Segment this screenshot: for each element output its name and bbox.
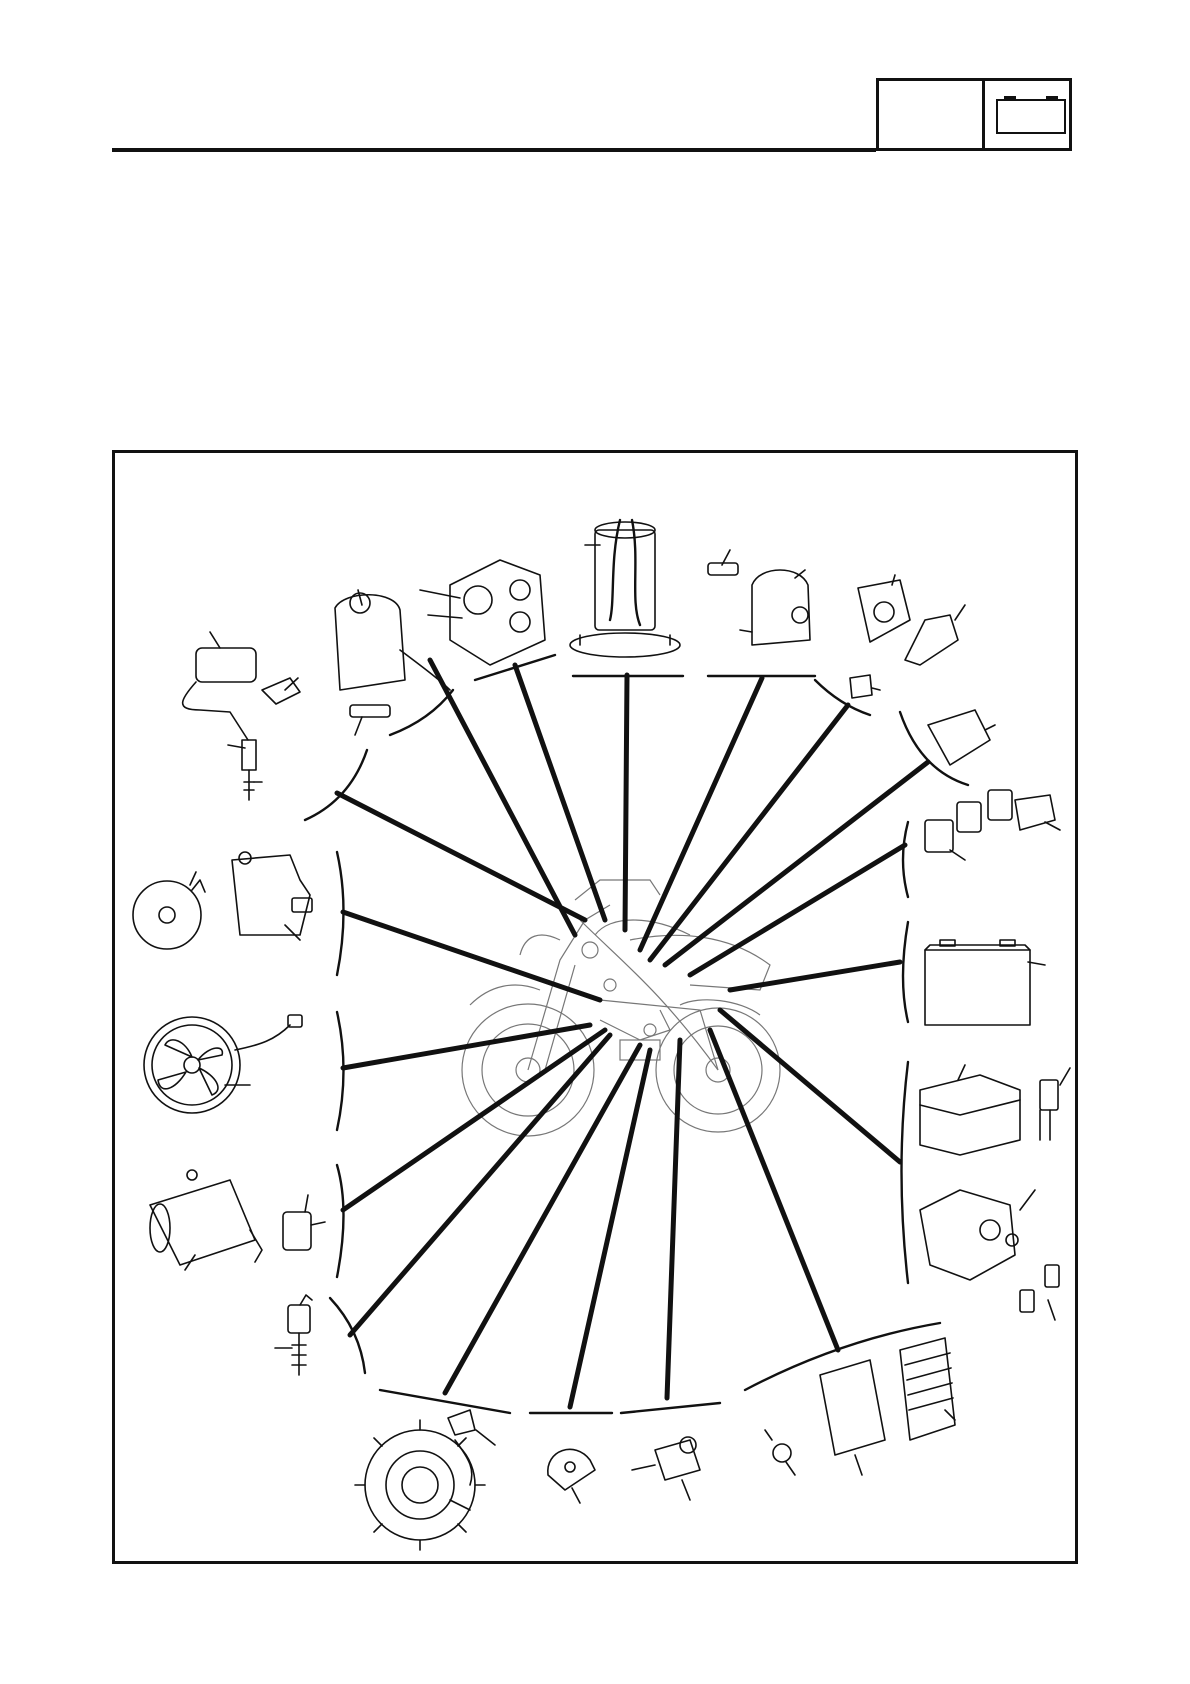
relay-icon: [928, 710, 995, 765]
group-brackets: [305, 655, 968, 1413]
leader-lines: [337, 660, 928, 1407]
fuel-pump-icon: [570, 520, 680, 657]
sensor-icon: [632, 1437, 700, 1500]
horn-icon: [133, 852, 312, 949]
starter-motor-icon: [150, 1170, 325, 1270]
stator-icon: [355, 1410, 495, 1550]
switch-icon: [275, 1295, 312, 1375]
ecu-icon: [765, 1338, 955, 1475]
ignition-coil-icon: [183, 632, 300, 800]
switch-icon: [548, 1449, 595, 1503]
fuse-box-icon: [920, 1065, 1070, 1320]
battery-icon: [925, 940, 1045, 1025]
relay-icon: [925, 790, 1060, 860]
fan-icon: [144, 1015, 302, 1113]
handlebar-switch-icon: [708, 550, 810, 645]
main-switch-icon: [420, 560, 545, 665]
sensor-icon: [850, 575, 965, 698]
